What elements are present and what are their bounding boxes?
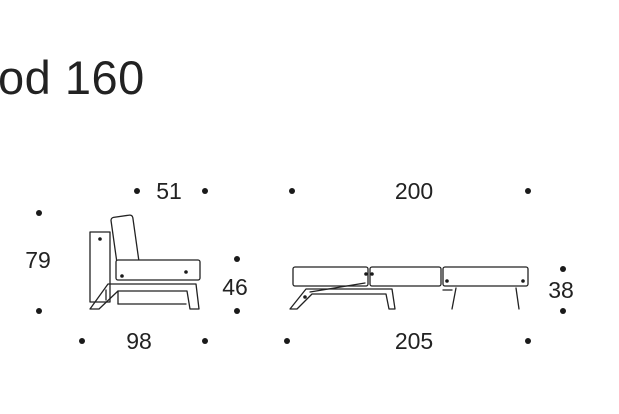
marker-dot [202,188,208,194]
bed-mattress-segment-3 [442,266,529,287]
product-title: od 160 [0,51,145,104]
marker-dot [36,308,42,314]
sofa-seat-screw [120,274,124,278]
bed-screw [521,279,525,283]
marker-dot [202,338,208,344]
marker-dot [289,188,295,194]
marker-dot [79,338,85,344]
dim-sofa-seat-height: 46 [222,274,248,300]
marker-dot [234,256,240,262]
bed-front-legs [289,288,396,310]
sofa-back-frame [89,231,111,303]
bed-rear-leg [515,287,520,310]
marker-dot [134,188,140,194]
marker-dot [284,338,290,344]
marker-dot [525,188,531,194]
bed-mattress-segment-2 [369,266,442,287]
bed-screw [445,279,449,283]
bed-screw [364,272,368,276]
bed-mattress-segment-1 [292,266,369,287]
bed-rear-leg [451,287,457,310]
marker-dot [560,308,566,314]
marker-dot [560,266,566,272]
bed-screw [370,272,374,276]
dim-sofa-depth-top: 51 [156,178,182,204]
bed-side-view [289,266,529,310]
marker-dot [36,210,42,216]
sofa-side-view [89,214,201,310]
marker-dot [525,338,531,344]
dimension-markers [36,188,566,344]
dim-sofa-depth-bottom: 98 [126,328,152,354]
marker-dot [234,308,240,314]
dim-bed-mattress-length: 200 [395,178,433,204]
sofa-seat-screw-front [184,270,188,274]
dim-bed-height: 38 [548,277,574,303]
dim-bed-total-length: 205 [395,328,433,354]
sofa-legs [89,283,200,310]
bed-leg-screw [303,295,307,299]
sofa-back-screw [98,237,102,241]
dim-sofa-height: 79 [25,247,51,273]
bed-leg-brace [309,282,366,293]
sofa-seat-cushion [115,259,201,281]
